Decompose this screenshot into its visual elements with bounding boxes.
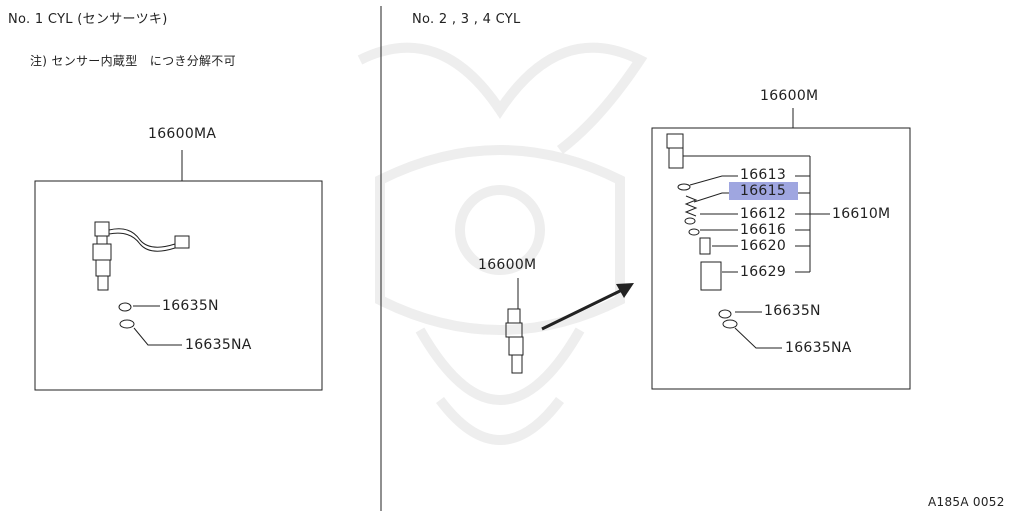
part-16615-highlighted[interactable]: 16615 — [729, 182, 799, 200]
explode-arrow — [541, 288, 623, 331]
right-part-16635na[interactable]: 16635NA — [785, 340, 852, 356]
right-part-16635n[interactable]: 16635N — [764, 303, 821, 319]
part-16612[interactable]: 16612 — [740, 206, 787, 222]
injector-parts-drawing — [666, 133, 745, 291]
diagram-code: A185A 0052 — [928, 495, 1005, 509]
right-title: No. 2 , 3 , 4 CYL — [412, 12, 521, 27]
washer-drawing — [119, 319, 135, 329]
part-16629[interactable]: 16629 — [740, 264, 787, 280]
arrow-head-icon — [616, 283, 634, 298]
watermark-logo — [357, 42, 648, 445]
left-assembly-frame — [34, 180, 323, 391]
left-assembly-label[interactable]: 16600MA — [148, 126, 217, 142]
part-16620[interactable]: 16620 — [740, 238, 787, 254]
part-16613[interactable]: 16613 — [740, 167, 787, 183]
left-part-16635n[interactable]: 16635N — [162, 298, 219, 314]
left-note: 注) センサー内蔵型 につき分解不可 — [30, 54, 236, 68]
right-assembly-frame — [651, 127, 911, 390]
sensor-spark-plug-drawing — [92, 221, 190, 291]
kit-16610m[interactable]: 16610M — [832, 206, 891, 222]
injector-label[interactable]: 16600M — [478, 257, 537, 273]
injector-drawing — [505, 308, 524, 374]
part-16616[interactable]: 16616 — [740, 222, 787, 238]
right-assembly-label[interactable]: 16600M — [760, 88, 819, 104]
left-part-16635na[interactable]: 16635NA — [185, 337, 252, 353]
left-title: No. 1 CYL (センサーツキ) — [8, 12, 168, 27]
washer-drawing — [118, 302, 132, 312]
